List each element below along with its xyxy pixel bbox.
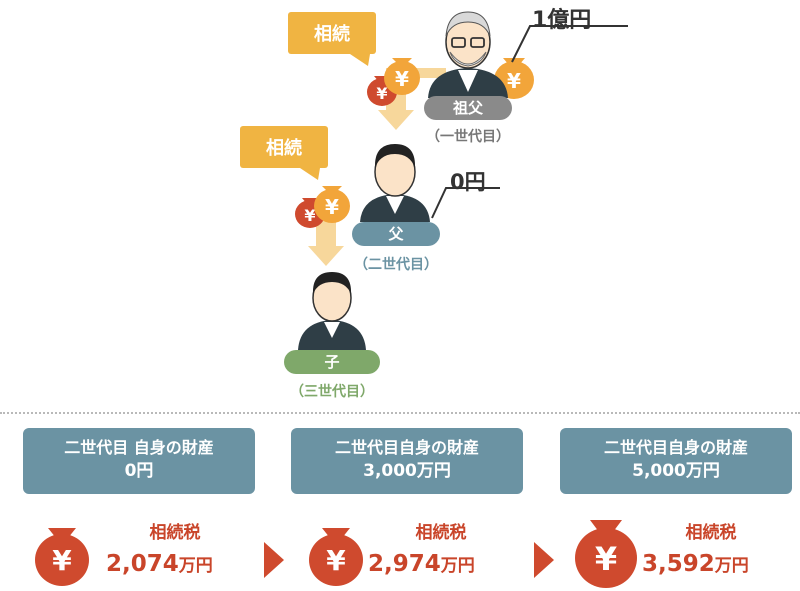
tax-label: 相続税 [415,523,467,543]
section-divider [0,412,800,414]
scenario-box-2: 二世代目自身の財産 3,000万円 [291,428,523,494]
scenario-title: 二世代目自身の財産 [334,438,479,457]
next-arrow-icon [264,542,284,578]
svg-text:¥: ¥ [595,540,617,578]
grandfather-avatar [428,11,508,98]
tax-number: 2,974 [368,551,441,577]
tax-amount: 3,592万円 [642,551,749,577]
svg-text:¥: ¥ [376,84,387,103]
scenario-box-1: 二世代目 自身の財産 0円 [23,428,255,494]
wealth-callout-line [511,25,628,63]
tax-number: 3,592 [642,551,715,577]
father-generation: （二世代目） [354,257,438,273]
tax-unit: 万円 [714,556,749,576]
svg-text:¥: ¥ [326,544,346,577]
grandfather-wealth: 1億円 [532,8,592,33]
scenario-title: 二世代目自身の財産 [603,438,748,457]
svg-text:¥: ¥ [395,67,409,91]
grandfather-pill: 祖父 [424,96,512,120]
tax-unit: 万円 [440,556,475,576]
child-generation: （三世代目） [290,384,374,400]
flow-arrow-father-to-child [308,218,344,266]
child-avatar [298,272,366,350]
father-avatar [360,144,430,222]
money-bag-icon: ¥ [314,186,350,223]
next-arrow-icon [534,542,554,578]
tax-number: 2,074 [106,551,179,577]
grandfather-generation: （一世代目） [426,129,510,145]
svg-text:¥: ¥ [507,69,521,93]
tax-amount: 2,074万円 [106,551,213,577]
speech-bubble-middle [240,126,328,180]
wealth-callout-line [431,187,500,219]
scenario-value: 3,000万円 [363,461,451,481]
father-pill: 父 [352,222,440,246]
svg-text:¥: ¥ [304,206,315,225]
scenario-value: 0円 [124,461,154,481]
money-bag-icon: ¥ [309,528,363,586]
svg-text:¥: ¥ [52,544,72,577]
money-bag-icon: ¥ [384,58,420,95]
inherit-bubble-label: 相続 [314,24,350,45]
tax-label: 相続税 [685,523,737,543]
scenario-title: 二世代目 自身の財産 [64,438,214,457]
inheritance-scene: ¥ ¥ ¥ ¥ ¥ [240,11,628,350]
tax-amount: 2,974万円 [368,551,475,577]
child-pill: 子 [284,350,380,374]
money-bag-icon: ¥ [35,528,89,586]
svg-text:¥: ¥ [325,195,339,219]
inherit-bubble-label: 相続 [266,138,302,159]
tax-label: 相続税 [149,523,201,543]
tax-unit: 万円 [178,556,213,576]
scenario-box-3: 二世代目自身の財産 5,000万円 [560,428,792,494]
tax-row-graphics: ¥ ¥ ¥ [35,520,637,588]
money-bag-icon: ¥ [575,520,637,588]
speech-bubble-top [288,12,376,66]
father-wealth: 0円 [450,170,486,194]
scenario-value: 5,000万円 [632,461,720,481]
